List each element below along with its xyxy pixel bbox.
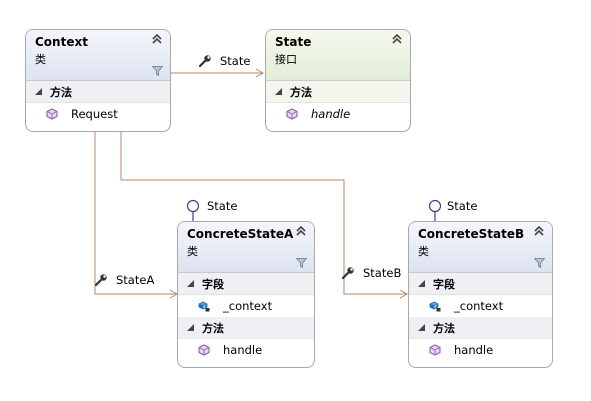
- member-row[interactable]: handle: [266, 103, 410, 125]
- member-name: _context: [454, 299, 504, 313]
- class-kind: 类: [187, 245, 198, 258]
- implements-label-a: State: [207, 199, 238, 213]
- association-label-state-a: StateA: [116, 273, 155, 287]
- section-fields[interactable]: 字段: [178, 273, 314, 295]
- collapse-chevron-icon[interactable]: [152, 34, 162, 44]
- class-header: Context 类: [26, 30, 170, 81]
- section-methods[interactable]: 方法: [409, 317, 552, 339]
- arrowhead-concrete-b: [399, 289, 409, 299]
- association-line-context-a: [94, 132, 176, 295]
- section-title: 方法: [290, 86, 312, 99]
- filter-icon[interactable]: [534, 258, 545, 268]
- section-methods[interactable]: 方法: [266, 81, 410, 103]
- expand-triangle-icon[interactable]: [35, 88, 42, 95]
- method-icon: [286, 108, 298, 120]
- expand-triangle-icon[interactable]: [418, 280, 425, 287]
- section-methods[interactable]: 方法: [178, 317, 314, 339]
- association-label-state-b: StateB: [363, 266, 402, 280]
- arrowhead-state: [255, 68, 265, 78]
- wrench-icon: [341, 267, 354, 280]
- method-icon: [198, 344, 210, 356]
- member-name: handle: [223, 343, 263, 357]
- class-kind: 接口: [275, 53, 297, 66]
- private-field-icon: [429, 301, 441, 312]
- member-name: _context: [223, 299, 273, 313]
- collapse-chevron-icon[interactable]: [392, 34, 402, 44]
- section-title: 方法: [433, 322, 455, 335]
- member-name: handle: [311, 107, 351, 121]
- section-title: 字段: [202, 278, 224, 291]
- filter-icon[interactable]: [152, 66, 163, 76]
- method-icon: [429, 344, 441, 356]
- wrench-icon: [198, 55, 211, 68]
- association-label-state: State: [220, 54, 251, 68]
- member-row[interactable]: handle: [409, 339, 552, 361]
- member-row[interactable]: _context: [178, 295, 314, 317]
- method-icon: [46, 108, 58, 120]
- private-field-icon: [198, 301, 210, 312]
- section-title: 方法: [50, 86, 72, 99]
- class-box-context[interactable]: Context 类 方法 Request: [25, 29, 171, 132]
- class-header: ConcreteStateA 类: [178, 222, 314, 273]
- class-box-concrete-state-b[interactable]: ConcreteStateB 类 字段 _context 方法 handle: [408, 221, 553, 368]
- member-row[interactable]: handle: [178, 339, 314, 361]
- class-name: State: [275, 35, 312, 49]
- section-methods[interactable]: 方法: [26, 81, 170, 103]
- section-title: 字段: [433, 278, 455, 291]
- member-name: handle: [454, 343, 494, 357]
- expand-triangle-icon[interactable]: [418, 324, 425, 331]
- class-box-concrete-state-a[interactable]: ConcreteStateA 类 字段 _context 方法 handle: [177, 221, 315, 368]
- member-name: Request: [71, 107, 118, 121]
- class-name: ConcreteStateB: [418, 227, 525, 241]
- collapse-chevron-icon[interactable]: [296, 226, 306, 236]
- expand-triangle-icon[interactable]: [187, 280, 194, 287]
- class-name: Context: [35, 35, 88, 49]
- interface-box-state[interactable]: State 接口 方法 handle: [265, 29, 411, 132]
- implements-label-b: State: [447, 199, 478, 213]
- section-fields[interactable]: 字段: [409, 273, 552, 295]
- association-line-context-b: [120, 132, 406, 295]
- section-title: 方法: [202, 322, 224, 335]
- class-kind: 类: [418, 245, 429, 258]
- interface-lollipop-a: [186, 199, 200, 213]
- collapse-chevron-icon[interactable]: [534, 226, 544, 236]
- class-header: ConcreteStateB 类: [409, 222, 552, 273]
- filter-icon[interactable]: [296, 258, 307, 268]
- wrench-icon: [94, 274, 107, 287]
- interface-lollipop-b: [428, 199, 442, 213]
- class-header: State 接口: [266, 30, 410, 81]
- expand-triangle-icon[interactable]: [187, 324, 194, 331]
- class-kind: 类: [35, 53, 46, 66]
- member-row[interactable]: _context: [409, 295, 552, 317]
- member-row[interactable]: Request: [26, 103, 170, 125]
- expand-triangle-icon[interactable]: [275, 88, 282, 95]
- class-name: ConcreteStateA: [187, 227, 294, 241]
